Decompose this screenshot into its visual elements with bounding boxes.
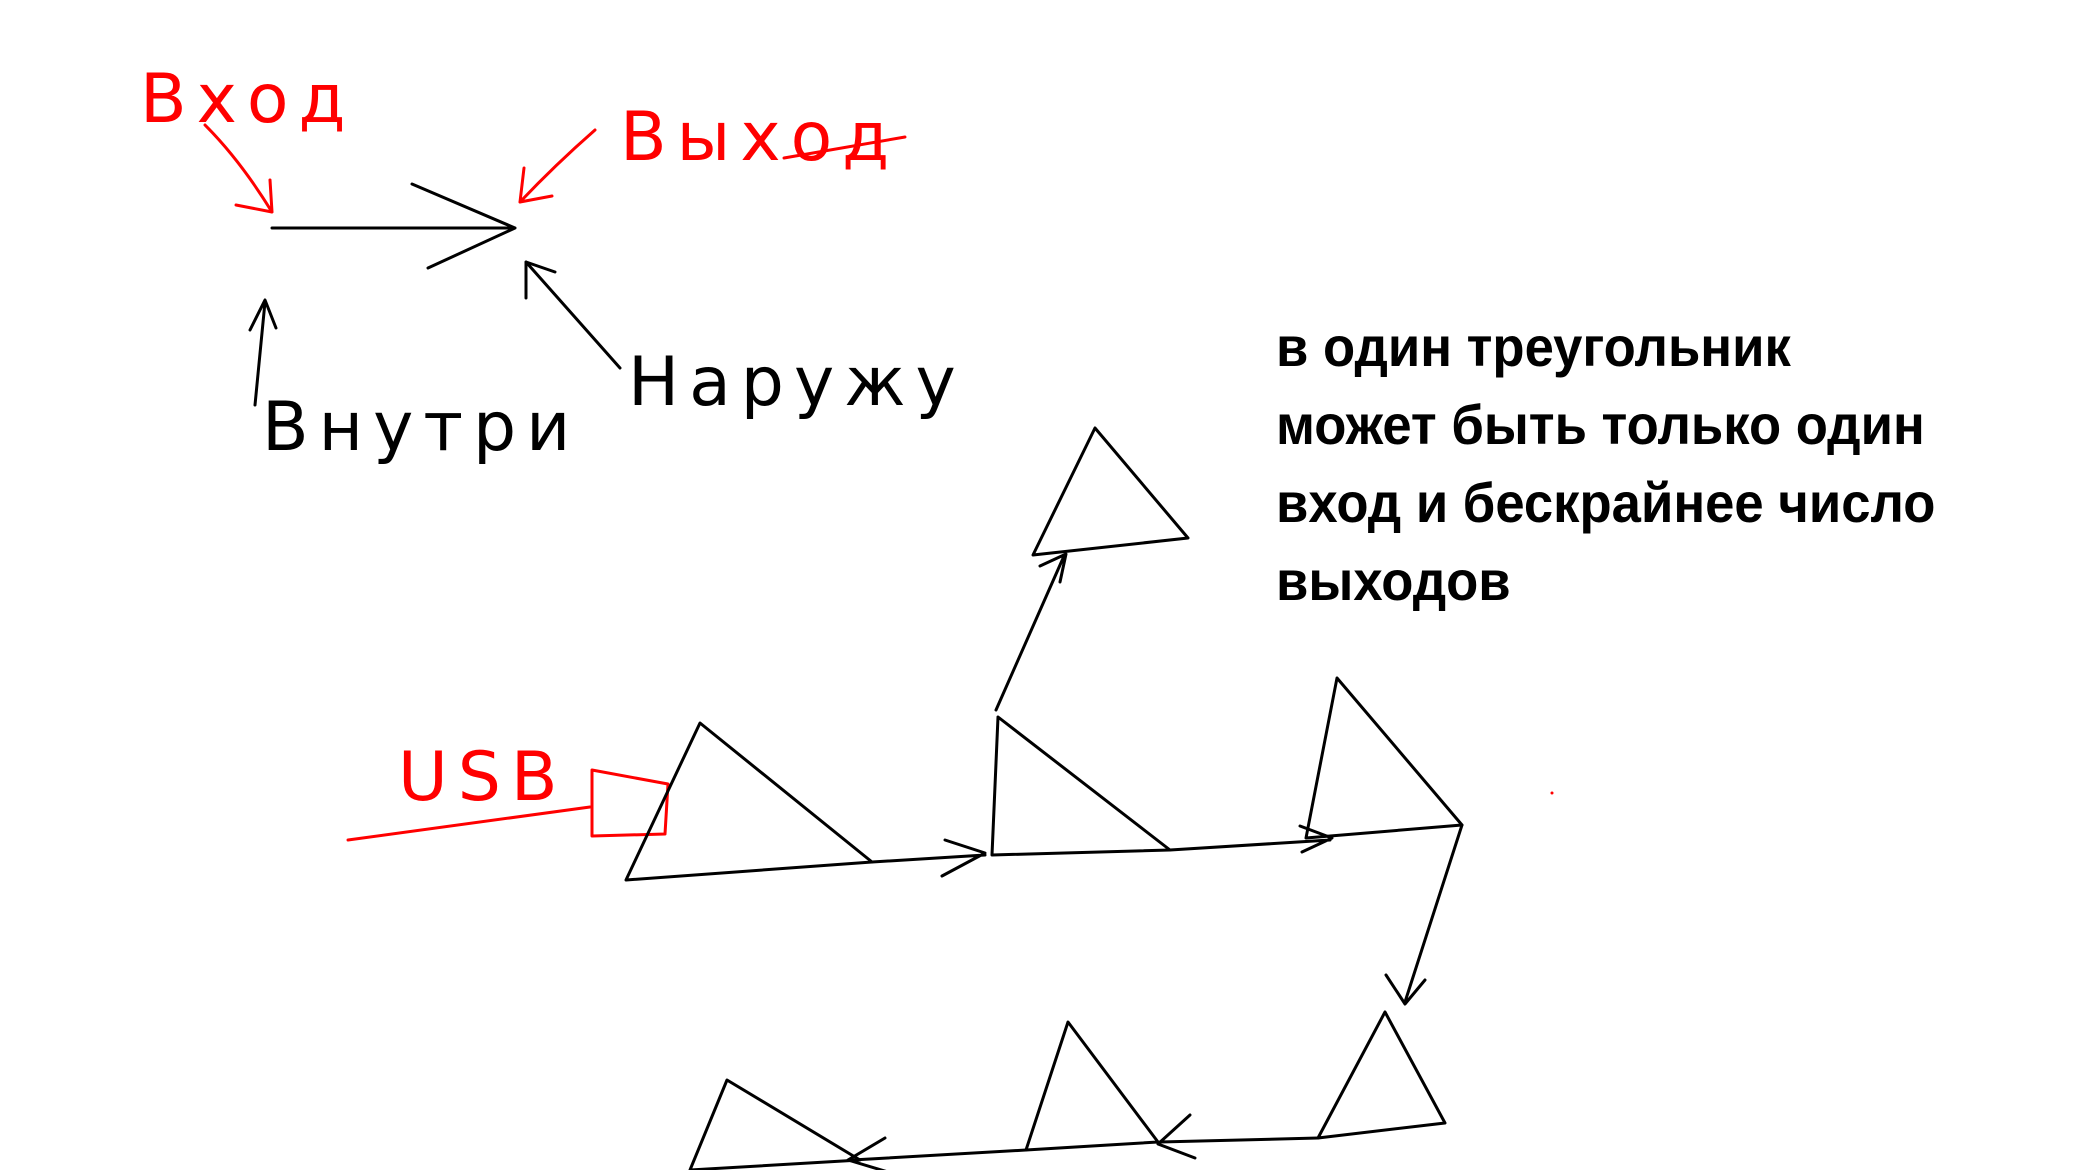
usb-plug <box>590 768 670 838</box>
connection-arrow <box>1156 1113 1320 1160</box>
triangle-node <box>688 1078 862 1170</box>
connection-arrow <box>1168 824 1334 854</box>
usb-label: USB <box>398 738 568 817</box>
rules-caption: в один треугольник может быть только оди… <box>1276 315 1936 612</box>
triangle-node <box>1031 426 1190 557</box>
inside-pointer-arrow <box>248 298 278 407</box>
outside-pointer-arrow <box>524 260 622 370</box>
triangle-node <box>990 715 1172 857</box>
connections <box>846 552 1464 1170</box>
usb-cable <box>346 805 592 842</box>
triangle-nodes <box>624 426 1464 1170</box>
sample-connection-arrow <box>270 182 517 270</box>
outside-label: Наружу <box>628 343 966 422</box>
stray-dot <box>1550 791 1554 795</box>
triangle-node <box>1316 1010 1447 1140</box>
connection-arrow <box>846 1136 1028 1170</box>
connection-arrow <box>870 838 987 878</box>
output-label: Выход <box>620 98 899 177</box>
connection-arrow <box>994 552 1068 712</box>
usb-connector: USB <box>346 738 670 842</box>
output-pointer-arrow <box>518 128 597 204</box>
inside-label: Внутри <box>262 388 580 467</box>
input-pointer-arrow <box>203 123 274 214</box>
connection-arrow <box>1384 823 1464 1006</box>
legend: Вход Выход Внутри Наружу <box>140 60 966 467</box>
triangle-node <box>624 721 874 882</box>
output-label-underline <box>782 135 907 160</box>
triangle-node <box>1024 1020 1160 1152</box>
input-label: Вход <box>140 60 356 139</box>
triangle-node <box>1304 676 1464 840</box>
